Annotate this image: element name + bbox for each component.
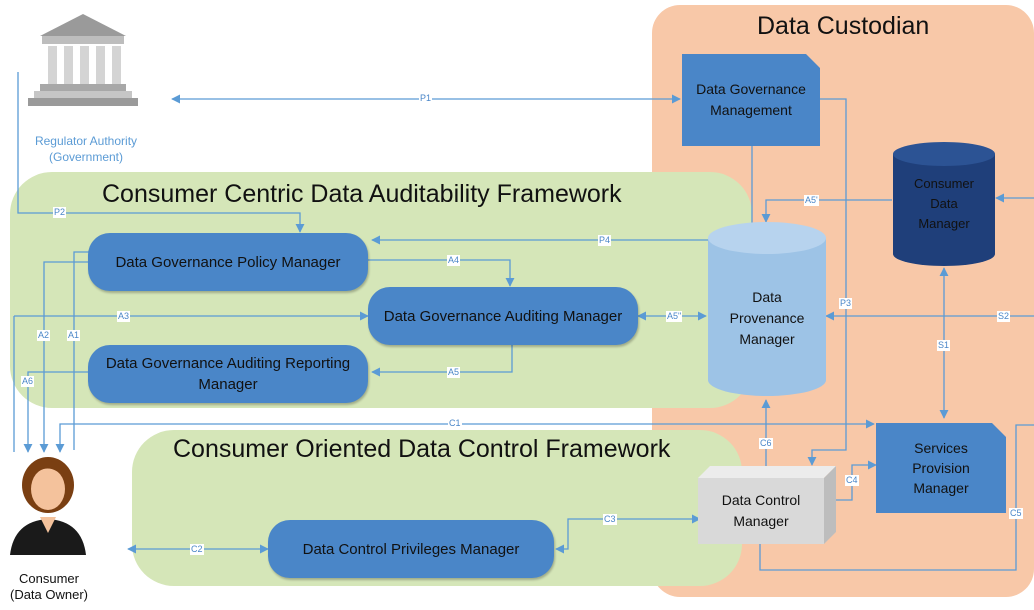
consumer-name: Consumer: [19, 571, 79, 586]
edge-label-c3: C3: [603, 514, 617, 525]
reporting-manager-line2: Manager: [198, 376, 258, 393]
edge-c5: [759, 424, 1034, 571]
consumer-data-manager-cylinder[interactable]: [891, 140, 997, 268]
data-custodian-title: Data Custodian: [757, 12, 930, 40]
edge-label-a6: A6: [21, 376, 35, 387]
data-control-manager-line2: Manager: [733, 513, 789, 529]
reporting-manager-line1: Data Governance Auditing Reporting: [105, 355, 351, 372]
edge-label-a5: A5: [447, 367, 461, 378]
edge-label-c5: C5: [1009, 508, 1023, 519]
edge-label-s2: S2: [997, 311, 1011, 322]
control-privileges-manager-box[interactable]: Data Control Privileges Manager: [268, 520, 554, 578]
consumer-person-icon: [10, 457, 86, 555]
edge-a5-prime: [761, 199, 892, 223]
edge-label-a1: A1: [67, 330, 81, 341]
edge-label-a4: A4: [447, 255, 461, 266]
policy-manager-box[interactable]: Data Governance Policy Manager: [88, 233, 368, 291]
regulator-building-icon: [28, 14, 138, 106]
edge-p2: [17, 72, 305, 233]
edge-label-p2: P2: [53, 207, 67, 218]
services-provision-line1: Services: [914, 440, 968, 456]
edge-c1: [55, 419, 875, 453]
consumer-data-manager-line2: Data: [930, 196, 958, 211]
auditing-manager-box[interactable]: Data Governance Auditing Manager: [368, 287, 638, 345]
data-control-manager-box[interactable]: Data Control Manager: [698, 478, 824, 544]
services-provision-line2: Provision: [912, 460, 970, 476]
reporting-manager-box[interactable]: Data Governance Auditing Reporting Manag…: [88, 345, 368, 403]
provenance-manager-line3: Manager: [739, 331, 795, 347]
regulator-caption: Regulator Authority (Government): [22, 133, 150, 165]
governance-management-line2: Management: [710, 102, 792, 118]
provenance-manager-line1: Data: [752, 289, 782, 305]
data-control-manager-line1: Data Control: [721, 492, 801, 508]
edge-label-p1: P1: [419, 93, 433, 104]
edge-label-c4: C4: [845, 475, 859, 486]
edge-label-a5-dprime: A5": [666, 311, 683, 322]
governance-management-box[interactable]: Data Governance Management: [682, 54, 820, 146]
edge-a2: [39, 261, 88, 453]
edge-label-c2: C2: [190, 544, 204, 555]
edge-label-p3: P3: [839, 298, 853, 309]
edge-p4: [371, 145, 753, 245]
edge-label-a3: A3: [117, 311, 131, 322]
edge-a4: [368, 259, 515, 287]
edge-label-s1: S1: [937, 340, 951, 351]
edge-c3: [555, 514, 701, 554]
consumer-data-manager-line3: Manager: [918, 216, 970, 231]
edge-a6: [23, 371, 88, 453]
regulator-name: Regulator Authority: [34, 134, 138, 148]
provenance-manager-line2: Provenance: [729, 310, 805, 326]
consumer-data-manager-line1: Consumer: [914, 176, 974, 191]
auditability-framework-title: Consumer Centric Data Auditability Frame…: [102, 180, 622, 208]
provenance-manager-cylinder[interactable]: [706, 220, 828, 398]
edge-label-p4: P4: [598, 235, 612, 246]
edge-label-c6: C6: [759, 438, 773, 449]
consumer-role: (Data Owner): [9, 587, 89, 602]
services-provision-manager-box[interactable]: Services Provision Manager: [876, 423, 1006, 513]
edge-label-c1: C1: [448, 418, 462, 429]
edge-a5: [371, 345, 513, 377]
consumer-data-manager-label: Consumer Data Manager: [891, 174, 997, 234]
edge-label-a5-prime: A5': [804, 195, 819, 206]
consumer-caption: Consumer (Data Owner): [0, 571, 98, 603]
services-provision-line3: Manager: [913, 480, 969, 496]
edge-a1: [73, 251, 90, 450]
data-control-manager-shape: [698, 466, 836, 544]
provenance-manager-label: Data Provenance Manager: [706, 287, 828, 350]
regulator-type: (Government): [48, 150, 124, 164]
governance-management-line1: Data Governance: [696, 81, 806, 97]
services-provision-manager-shape: [876, 423, 1006, 513]
edge-label-a2: A2: [37, 330, 51, 341]
governance-management-shape: [682, 54, 820, 146]
